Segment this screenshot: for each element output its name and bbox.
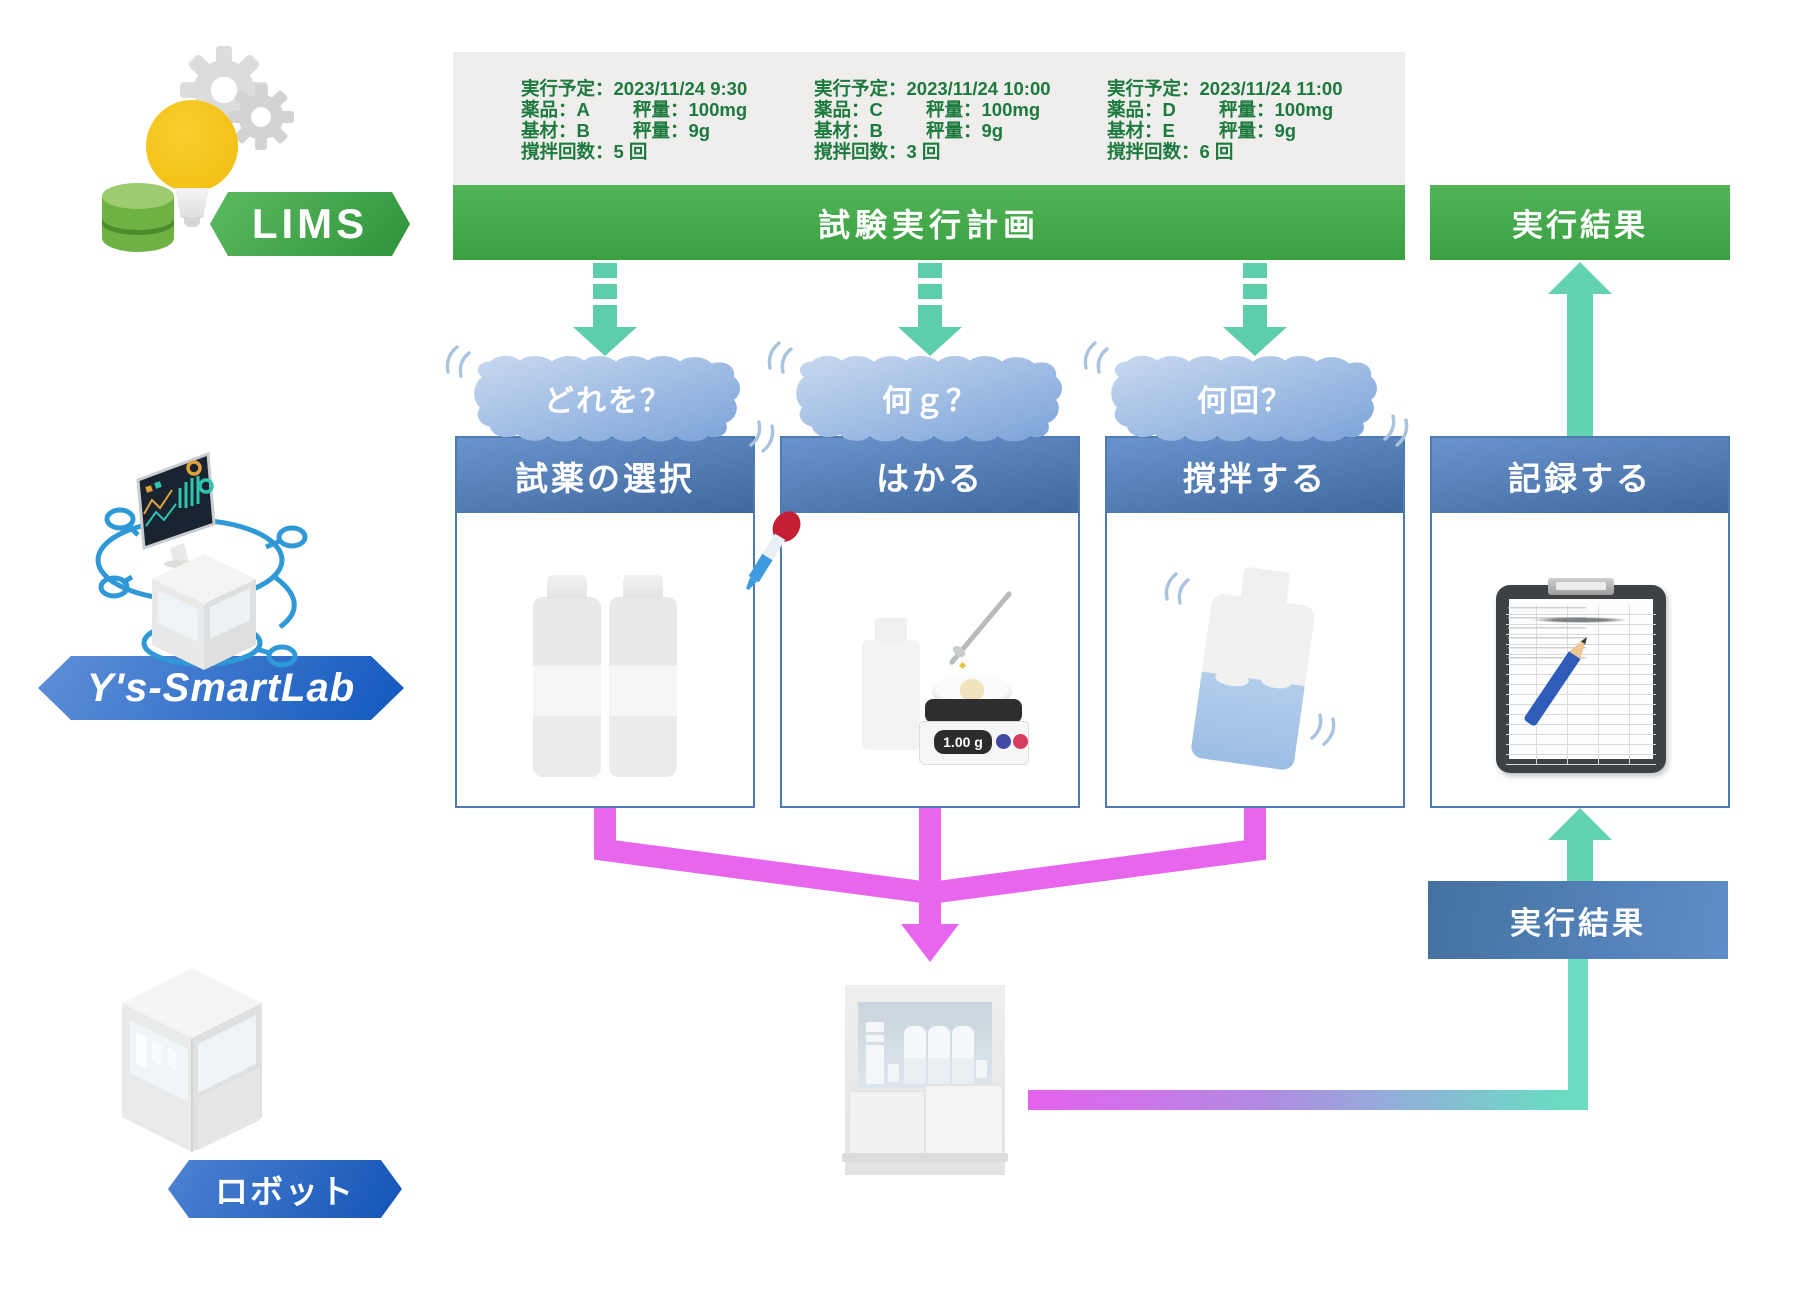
lims-label: LIMS <box>251 200 369 247</box>
arrow-down-icon <box>573 263 637 356</box>
arrow-down-icon <box>1223 263 1287 356</box>
job-stir: 撹拌回数：6 回 <box>1107 141 1234 162</box>
shake-marks-icon <box>746 420 776 454</box>
question-bubble: 何ｇ？ <box>790 352 1070 444</box>
job-schedule: 実行予定：2023/11/24 10:00 <box>814 78 1051 99</box>
job-drug-amount: 秤量：100mg <box>633 99 748 120</box>
robot-banner: ロボット <box>168 1160 402 1218</box>
job-drug: 薬品：C <box>814 99 883 120</box>
shake-marks-icon <box>1082 340 1112 374</box>
step-box-select-reagent: 試薬の選択 <box>455 436 755 808</box>
smartlab-label: Y's-SmartLab <box>86 665 356 710</box>
shake-marks-icon <box>1307 713 1337 747</box>
bottle-icon <box>609 575 677 777</box>
funnel-arrowhead <box>901 924 959 962</box>
dispenser-bottle-icon <box>928 1026 950 1084</box>
plan-note: 実行予定：2023/11/24 9:30 薬品：A 秤量：100mg 基材：B 秤量… <box>453 52 1405 185</box>
plan-banner: 試験実行計画 <box>453 185 1405 260</box>
dispenser-bottle-icon <box>904 1026 926 1084</box>
dispenser-bottle-icon <box>952 1026 974 1084</box>
job-stir: 撹拌回数：3 回 <box>814 141 941 162</box>
robot-label: ロボット <box>215 1173 355 1210</box>
vial-icon <box>976 1060 987 1078</box>
scale-button-blue <box>996 734 1011 749</box>
lightbulb-icon <box>146 100 238 192</box>
shake-bottle-icon <box>1189 563 1320 772</box>
plan-banner-label: 試験実行計画 <box>817 206 1040 243</box>
scale-platform <box>925 699 1022 723</box>
step-header: はかる <box>782 438 1078 513</box>
job-base: 基材：B <box>521 120 590 141</box>
shake-marks-icon <box>1163 571 1193 605</box>
powder-mound <box>960 679 984 701</box>
result-banner-right: 実行結果 <box>1428 881 1728 959</box>
step-header: 記録する <box>1432 438 1728 513</box>
question-label: 何回？ <box>1197 385 1293 418</box>
lightbulb-tip <box>184 217 200 227</box>
results-vertical-line <box>1568 959 1588 1110</box>
plan-job: 実行予定：2023/11/24 11:00 薬品：D 秤量：100mg 基材：E 秤… <box>1107 78 1392 162</box>
clipboard-icon <box>1496 578 1666 773</box>
job-drug-amount: 秤量：100mg <box>926 99 1041 120</box>
shake-marks-icon <box>444 344 474 378</box>
monitor-icon <box>136 451 216 568</box>
question-bubble: どれを？ <box>468 352 748 444</box>
results-gradient-bar <box>1028 1090 1588 1110</box>
job-base-amount: 秤量：9g <box>926 120 1004 141</box>
robot-door <box>849 1091 925 1155</box>
lab-machine-icon <box>152 554 256 670</box>
canister-icon <box>866 1022 884 1084</box>
scale-button-red <box>1013 734 1028 749</box>
step-box-record: 記録する <box>1430 436 1730 808</box>
arrow-down-icon <box>898 263 962 356</box>
vial-icon <box>888 1064 899 1082</box>
robot-base <box>842 1153 1008 1162</box>
job-schedule: 実行予定：2023/11/24 11:00 <box>1107 78 1343 99</box>
robot-cabinet-icon <box>842 985 1008 1175</box>
job-drug: 薬品：A <box>521 99 590 120</box>
job-schedule: 実行予定：2023/11/24 9:30 <box>521 78 748 99</box>
bottle-icon <box>533 575 601 777</box>
job-drug: 薬品：D <box>1107 99 1176 120</box>
smartlab-banner: Y's-SmartLab <box>38 656 404 720</box>
result-right-label: 実行結果 <box>1510 905 1646 941</box>
step-header: 試薬の選択 <box>457 438 753 513</box>
job-base-amount: 秤量：9g <box>1219 120 1297 141</box>
lightbulb-base <box>175 188 209 218</box>
plan-job: 実行予定：2023/11/24 9:30 薬品：A 秤量：100mg 基材：B 秤量… <box>521 78 806 162</box>
job-drug-amount: 秤量：100mg <box>1219 99 1334 120</box>
arrow-up-icon <box>1548 808 1612 881</box>
lims-banner: LIMS <box>210 192 410 256</box>
question-label: 何ｇ？ <box>882 385 978 418</box>
scale-icon: 1.00 g <box>919 721 1029 765</box>
shake-marks-icon <box>766 340 796 374</box>
plan-job: 実行予定：2023/11/24 10:00 薬品：C 秤量：100mg 基材：B 秤… <box>814 78 1099 162</box>
step-header: 撹拌する <box>1107 438 1403 513</box>
question-bubble: 何回？ <box>1105 352 1385 444</box>
robot-machine-icon <box>122 968 262 1152</box>
step-box-weigh: はかる 1.00 g <box>780 436 1080 808</box>
result-top-label: 実行結果 <box>1512 208 1648 243</box>
shake-marks-icon <box>1380 414 1410 448</box>
robot-door <box>925 1085 1003 1155</box>
step-box-stir: 撹拌する <box>1105 436 1405 808</box>
result-banner-top: 実行結果 <box>1430 185 1730 260</box>
job-base: 基材：B <box>814 120 883 141</box>
bottle-icon <box>862 618 920 750</box>
database-icon <box>102 183 174 252</box>
funnel-arrow-icon <box>594 806 1266 926</box>
scale-display: 1.00 g <box>934 730 992 754</box>
job-base: 基材：E <box>1107 120 1175 141</box>
job-stir: 撹拌回数：5 回 <box>521 141 648 162</box>
job-base-amount: 秤量：9g <box>633 120 711 141</box>
question-label: どれを？ <box>544 385 672 418</box>
robot-window <box>858 1002 992 1088</box>
arrow-up-icon <box>1548 262 1612 436</box>
